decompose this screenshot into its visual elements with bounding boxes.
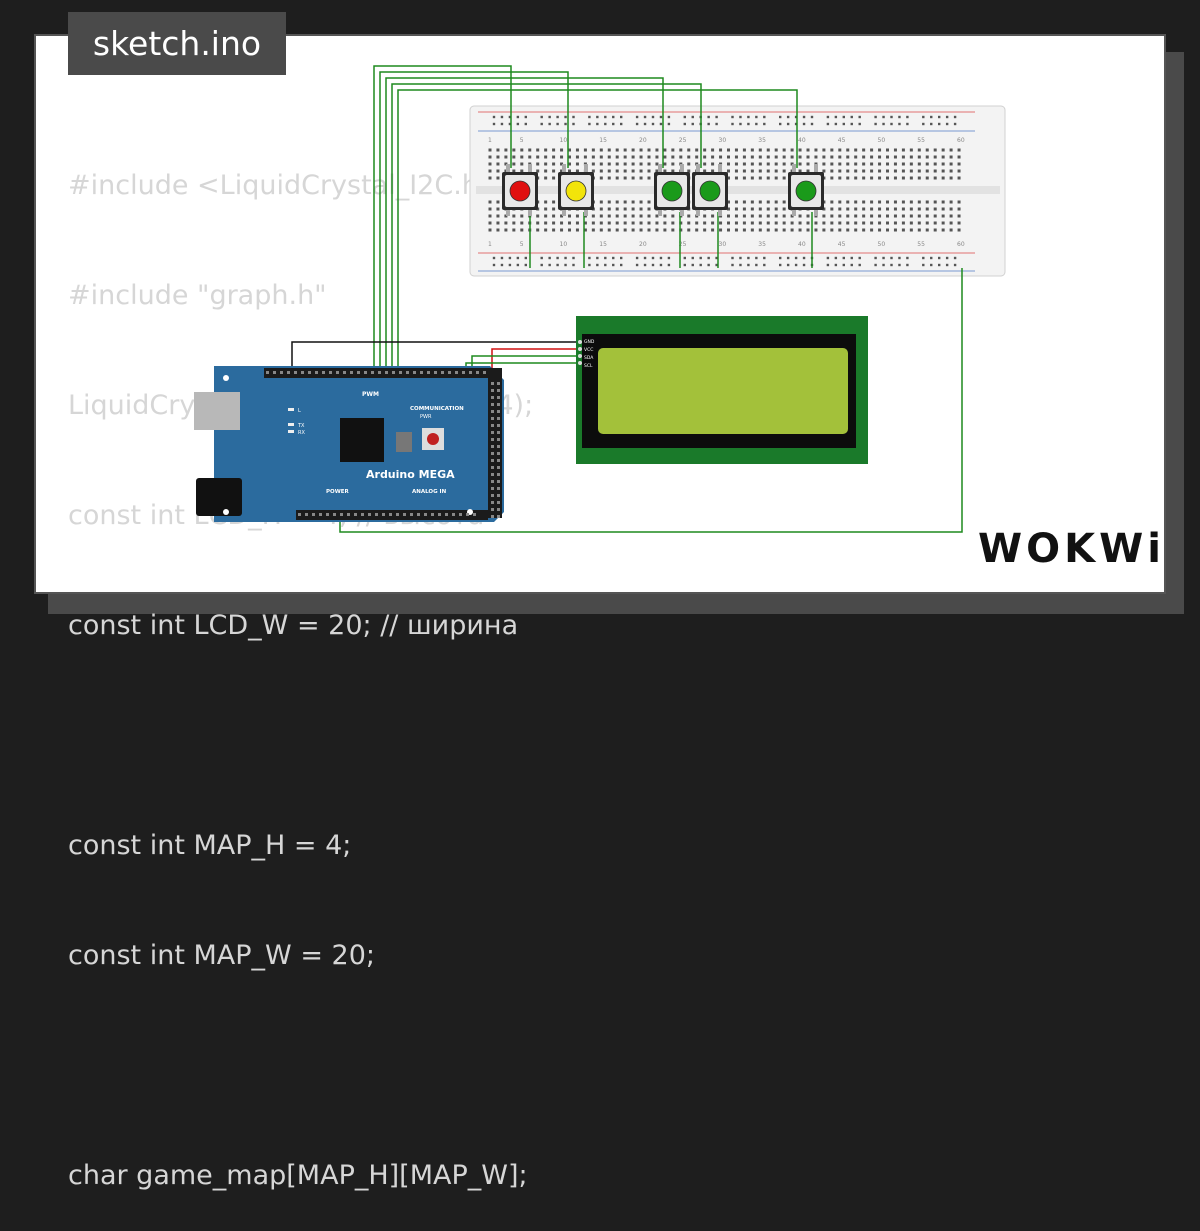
breadboard-column-label: 30: [719, 137, 727, 144]
lcd-pin-sda: SDA: [584, 355, 594, 361]
push-button[interactable]: [654, 164, 690, 216]
push-button[interactable]: [502, 164, 538, 216]
breadboard-column-label: 5: [520, 241, 524, 248]
breadboard-column-label: 1: [488, 137, 492, 144]
code-line: [68, 1042, 533, 1090]
breadboard-column-label: 5: [520, 137, 524, 144]
led-tx-label: TX: [297, 423, 305, 429]
breadboard-column-label: 1: [488, 241, 492, 248]
breadboard-column-label: 30: [719, 241, 727, 248]
pwr-label: PWR: [420, 414, 432, 420]
breadboard-column-label: 15: [599, 241, 607, 248]
pwm-label: PWM: [362, 391, 379, 398]
breadboard-column-label: 45: [838, 137, 846, 144]
breadboard-column-label: 25: [679, 137, 687, 144]
breadboard-column-label: 35: [758, 137, 766, 144]
lcd-pin-scl: SCL: [584, 363, 593, 369]
power-label: POWER: [326, 489, 350, 495]
analog-in-label: ANALOG IN: [412, 489, 447, 495]
button-wires: [339, 65, 963, 533]
breadboard-column-label: 40: [798, 241, 806, 248]
wokwi-logo: WOKWi: [978, 526, 1165, 572]
lcd-display: GND VCC SDA SCL: [576, 316, 868, 464]
code-line: const int MAP_H = 4;: [68, 830, 352, 861]
code-line: [68, 712, 533, 760]
breadboard-column-label: 60: [957, 241, 965, 248]
push-buttons: [502, 164, 824, 216]
breadboard: 1155101015152020252530303535404045455050…: [469, 105, 1006, 277]
lcd-wires: [291, 341, 578, 372]
breadboard-column-label: 55: [917, 241, 925, 248]
breadboard-column-label: 25: [679, 241, 687, 248]
breadboard-column-label: 55: [917, 137, 925, 144]
push-button[interactable]: [558, 164, 594, 216]
breadboard-column-label: 40: [798, 137, 806, 144]
breadboard-column-label: 20: [639, 241, 647, 248]
code-line: #include "graph.h": [68, 280, 327, 311]
arduino-mega: Arduino MEGA PWM COMMUNICATION POWER ANA…: [194, 366, 504, 522]
breadboard-column-label: 45: [838, 241, 846, 248]
lcd-pin-vcc: VCC: [584, 347, 593, 353]
code-line: #include <LiquidCrystal_I2C.h>: [68, 170, 502, 201]
communication-label: COMMUNICATION: [410, 406, 464, 412]
board-name: Arduino MEGA: [366, 468, 455, 481]
code-line: const int MAP_W = 20;: [68, 940, 375, 971]
breadboard-column-label: 35: [758, 241, 766, 248]
breadboard-column-label: 60: [957, 137, 965, 144]
breadboard-column-label: 50: [878, 137, 886, 144]
circuit-diagram: 1155101015152020252530303535404045455050…: [194, 65, 1006, 533]
push-button[interactable]: [788, 164, 824, 216]
led-rx-label: RX: [298, 430, 305, 436]
lcd-pin-gnd: GND: [584, 339, 595, 345]
breadboard-column-label: 15: [599, 137, 607, 144]
code-line: char game_map[MAP_H][MAP_W];: [68, 1160, 528, 1191]
led-l-label: L: [298, 408, 301, 414]
breadboard-column-label: 20: [639, 137, 647, 144]
breadboard-column-label: 50: [878, 241, 886, 248]
push-button[interactable]: [692, 164, 728, 216]
breadboard-column-label: 10: [560, 137, 568, 144]
filename-tag: sketch.ino: [68, 12, 286, 75]
breadboard-column-label: 10: [560, 241, 568, 248]
